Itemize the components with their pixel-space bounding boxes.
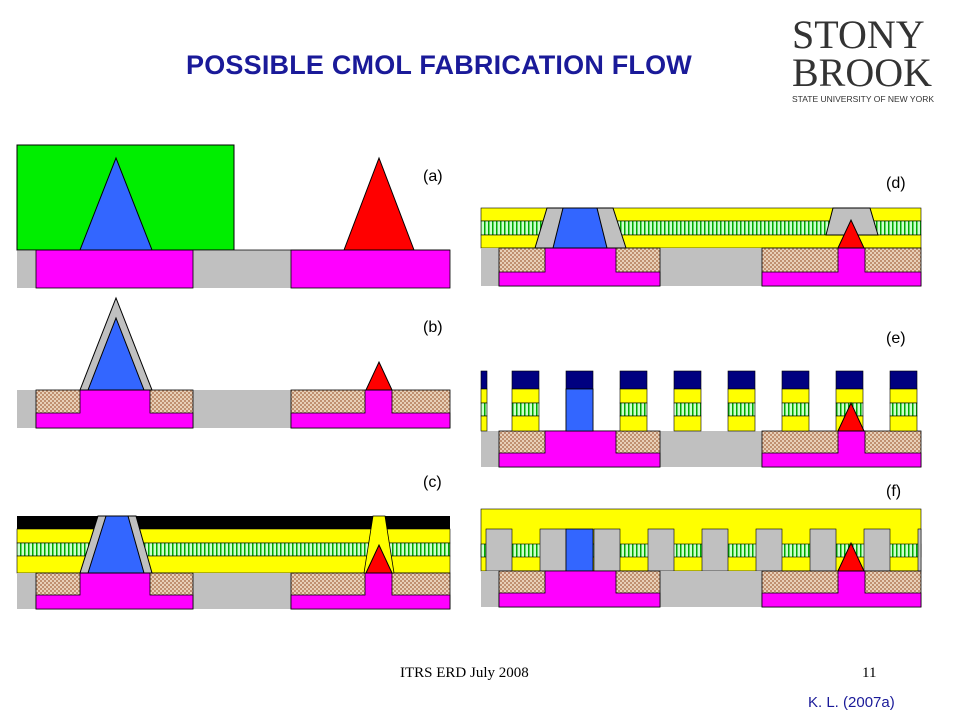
- panel-c: [16, 515, 451, 610]
- navy-cap: [480, 370, 488, 390]
- footer-left: ITRS ERD July 2008: [400, 665, 529, 681]
- logo-line2: BROOK: [792, 50, 932, 95]
- panel-label-c: (c): [423, 474, 442, 491]
- university-logo: STONY BROOK STATE UNIVERSITY OF NEW YORK: [792, 12, 934, 104]
- red-pin: [837, 401, 865, 432]
- gray-post: [593, 528, 621, 572]
- footer-page-number: 11: [862, 665, 877, 681]
- panel-d: [480, 207, 922, 287]
- blue-pin: [565, 528, 594, 572]
- panel-label-a: (a): [423, 168, 443, 185]
- red-pin: [837, 218, 865, 249]
- panel-b: [17, 296, 451, 429]
- gray-post: [863, 528, 891, 572]
- slide-title: POSSIBLE CMOL FABRICATION FLOW: [186, 50, 692, 80]
- panel-label-b: (b): [423, 319, 443, 336]
- navy-cap: [565, 370, 594, 390]
- blue-pin: [565, 388, 594, 432]
- gray-post: [701, 528, 729, 572]
- credit: K. L. (2007a): [808, 694, 895, 711]
- logo-line1: STONY: [792, 12, 925, 57]
- blue-pin: [87, 515, 145, 574]
- magenta-contact: [35, 249, 194, 289]
- blue-pin: [87, 316, 145, 391]
- navy-cap: [511, 370, 540, 390]
- gray-post: [809, 528, 837, 572]
- panel-f: [480, 508, 922, 608]
- navy-cap: [727, 370, 756, 390]
- red-pin: [365, 360, 393, 391]
- gray-post: [539, 528, 567, 572]
- red-pin: [343, 156, 415, 251]
- navy-cap: [619, 370, 648, 390]
- panel-label-d: (d): [886, 175, 906, 192]
- navy-cap: [889, 370, 918, 390]
- panel-label-e: (e): [886, 330, 906, 347]
- gray-post: [485, 528, 513, 572]
- panel-a: [16, 144, 451, 289]
- red-pin: [365, 543, 393, 574]
- gray-post: [755, 528, 783, 572]
- logo-subtitle: STATE UNIVERSITY OF NEW YORK: [792, 94, 934, 104]
- blue-pin: [552, 207, 608, 249]
- gray-post: [917, 528, 922, 572]
- red-pin: [837, 541, 865, 572]
- magenta-contact: [290, 249, 451, 289]
- navy-cap: [673, 370, 702, 390]
- gray-post: [647, 528, 675, 572]
- navy-cap: [781, 370, 810, 390]
- navy-cap: [835, 370, 864, 390]
- panel-e: [480, 370, 922, 468]
- panel-label-f: (f): [886, 483, 902, 500]
